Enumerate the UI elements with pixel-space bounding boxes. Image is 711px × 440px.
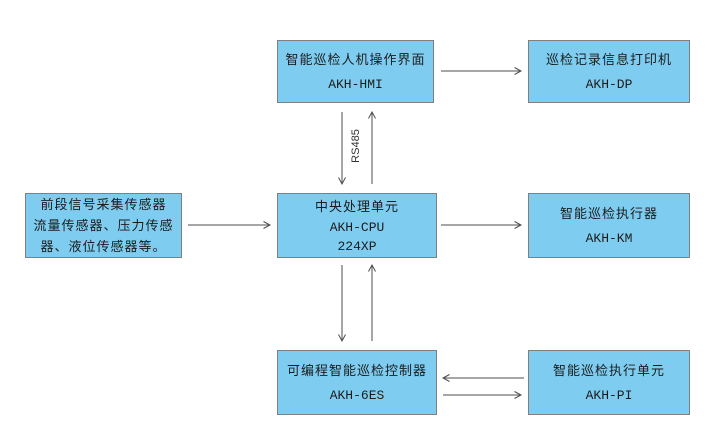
node-text-line: 流量传感器、压力传感 [33, 218, 174, 233]
node-inspection-actuator: 智能巡检执行器 AKH-KM [528, 193, 690, 258]
node-title: 智能巡检人机操作界面 [285, 52, 426, 67]
node-code: AKH-DP [585, 77, 633, 92]
rs485-bus-label: RS485 [350, 129, 362, 163]
node-title: 中央处理单元 [314, 198, 399, 214]
node-programmable-inspection-controller: 可编程智能巡检控制器 AKH-6ES [277, 350, 437, 415]
node-text-line: 前段信号采集传感器 [40, 197, 167, 212]
node-code: AKH-6ES [329, 388, 385, 403]
node-inspection-execution-unit: 智能巡检执行单元 AKH-PI [528, 350, 690, 415]
node-hmi-operator-interface: 智能巡检人机操作界面 AKH-HMI [277, 40, 434, 103]
node-text-line: 器、液位传感器等。 [40, 239, 167, 254]
node-central-processing-unit: 中央处理单元 AKH-CPU 224XP [277, 193, 437, 258]
node-front-signal-sensors: 前段信号采集传感器 流量传感器、压力传感 器、液位传感器等。 [25, 193, 182, 258]
node-code: AKH-PI [585, 388, 633, 403]
node-code: AKH-KM [585, 231, 633, 246]
node-code: AKH-CPU [329, 219, 385, 235]
node-title: 可编程智能巡检控制器 [286, 363, 427, 378]
node-title: 智能巡检执行单元 [552, 363, 665, 378]
node-title: 巡检记录信息打印机 [545, 52, 672, 67]
node-record-printer: 巡检记录信息打印机 AKH-DP [528, 40, 690, 103]
node-code: AKH-HMI [328, 77, 383, 92]
node-model: 224XP [337, 238, 377, 254]
node-title: 智能巡检执行器 [559, 206, 658, 221]
